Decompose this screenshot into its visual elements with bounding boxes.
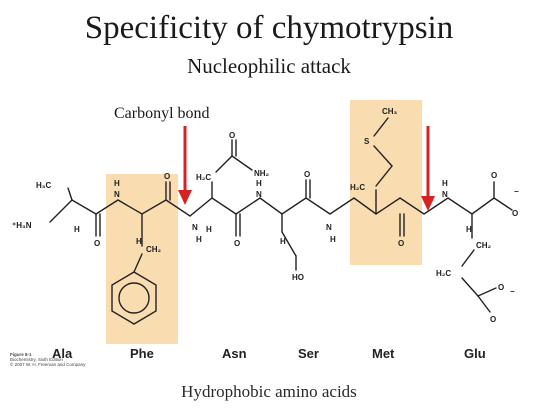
residue-ala: Ala — [52, 346, 73, 361]
credit-figure: Figure 8-1 — [10, 352, 32, 357]
met-nh-n: N — [326, 223, 332, 232]
figure-credit: Figure 8-1 Biochemistry, Sixth Edition ©… — [10, 352, 85, 368]
residue-ser: Ser — [298, 346, 319, 361]
asn-h-label: H — [206, 225, 212, 234]
ala-o-label: O — [94, 239, 100, 248]
met-o-label: O — [398, 239, 404, 248]
page-subtitle: Nucleophilic attack — [187, 54, 351, 78]
asn-o-backbone-label: O — [234, 239, 240, 248]
asn-nh2-label: NH₂ — [254, 169, 270, 178]
met-ch2-label: H₂C — [350, 183, 365, 192]
met-s-label: S — [364, 137, 370, 146]
credit-book: Biochemistry, Sixth Edition — [10, 357, 63, 363]
cleavage-arrowhead-met — [421, 196, 435, 211]
ala-h-label: H — [74, 225, 80, 234]
asn-nh-h: H — [196, 235, 202, 244]
residue-asn: Asn — [222, 346, 247, 361]
phe-highlight — [106, 174, 178, 344]
residue-phe: Phe — [130, 346, 154, 361]
glu-h-label: H — [466, 225, 472, 234]
met-highlight — [350, 100, 422, 265]
phe-ch2-label: CH₂ — [146, 245, 162, 254]
backbone — [49, 197, 495, 223]
carbonyl-bond-annotation: Carbonyl bond — [114, 105, 210, 122]
glu-h2c-label: H₂C — [436, 269, 451, 278]
met-nh-h: H — [330, 235, 336, 244]
met-ch3-label: CH₃ — [382, 107, 398, 116]
page-title: Specificity of chymotrypsin — [84, 10, 454, 46]
cleavage-arrowhead-phe — [178, 190, 192, 205]
hydrophobic-caption: Hydrophobic amino acids — [181, 382, 357, 401]
asn-o-label: O — [229, 131, 235, 140]
n-terminus-label: ⁺H₃N — [12, 221, 32, 230]
glu-nh-h: H — [442, 179, 448, 188]
glu-carboxyl-o-label: O — [498, 283, 504, 292]
glu-carboxyl-minus: − — [510, 287, 515, 296]
ser-nh-n: N — [256, 190, 262, 199]
glu-nh-n: N — [442, 190, 448, 199]
glu-c-terminus-minus: − — [514, 187, 519, 196]
phe-o-label: O — [164, 172, 170, 181]
glu-o-top-label: O — [491, 171, 497, 180]
ser-o-label: O — [304, 170, 310, 179]
glu-carboxyl-o2-label: O — [490, 315, 496, 324]
asn-nh-n: N — [192, 223, 198, 232]
asn-ch2-label: H₂C — [196, 173, 211, 182]
phe-nh-n: N — [114, 190, 120, 199]
glu-ch2-label: CH₂ — [476, 241, 492, 250]
ala-methyl-label: H₃C — [36, 181, 51, 190]
credit-publisher: © 2007 W. H. Freeman and Company — [10, 362, 86, 368]
phe-h-label: H — [136, 237, 142, 246]
phe-nh-h: H — [114, 179, 120, 188]
ser-ho-label: HO — [292, 273, 304, 282]
ser-nh-h: H — [256, 179, 262, 188]
phe-benzene-ring — [111, 271, 157, 325]
residue-glu: Glu — [464, 346, 486, 361]
ser-h-label: H — [280, 237, 286, 246]
residue-met: Met — [372, 346, 395, 361]
glu-o-right-label: O — [512, 209, 518, 218]
